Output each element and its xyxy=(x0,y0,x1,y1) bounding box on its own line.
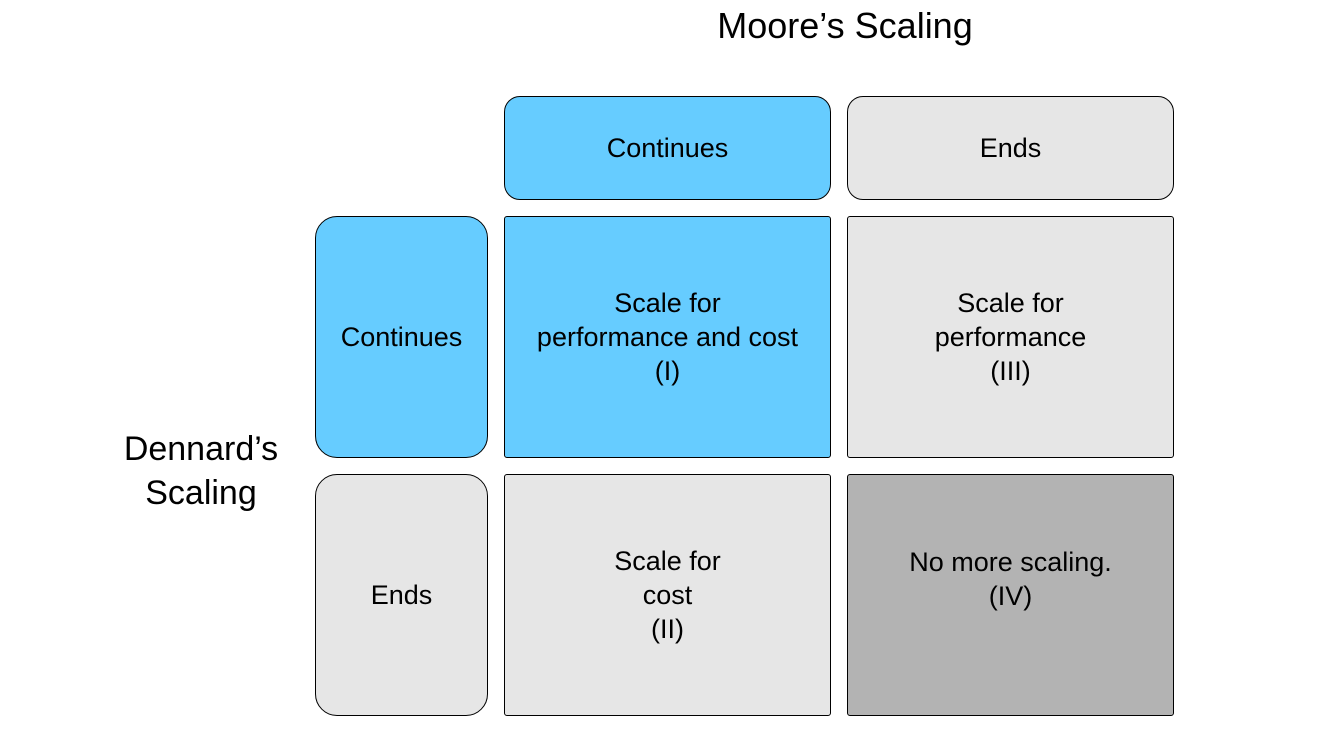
quadrant-i-line-1: Scale for xyxy=(614,287,721,318)
quadrant-i-line-2: performance and cost xyxy=(536,321,799,352)
quadrant-i-text: Scale for performance and cost (I) xyxy=(537,286,798,389)
dennards-scaling-title-line-1: Dennard’s xyxy=(123,430,279,468)
quadrant-iii-text: Scale for performance (III) xyxy=(935,286,1087,389)
quadrant-i-cell: Scale for performance and cost (I) xyxy=(504,216,831,458)
quadrant-iv-line-1: No more scaling. xyxy=(909,546,1112,577)
quadrant-iii-cell: Scale for performance (III) xyxy=(847,216,1174,458)
column-header-continues: Continues xyxy=(504,96,831,200)
quadrant-iv-text: No more scaling. (IV) xyxy=(909,545,1112,614)
quadrant-iv-line-2: (IV) xyxy=(988,581,1033,611)
row-header-ends: Ends xyxy=(315,474,488,716)
row-header-continues-label: Continues xyxy=(340,321,463,352)
quadrant-iii-line-1: Scale for xyxy=(957,287,1064,318)
column-header-continues-label: Continues xyxy=(606,132,729,163)
column-header-ends-label: Ends xyxy=(979,132,1042,163)
column-header-ends: Ends xyxy=(847,96,1174,200)
quadrant-ii-line-3: (II) xyxy=(651,614,684,645)
quadrant-iii-line-3: (III) xyxy=(990,356,1031,387)
row-header-continues: Continues xyxy=(315,216,488,458)
moores-scaling-title: Moore’s Scaling xyxy=(717,5,973,46)
dennards-scaling-title: Dennard’s Scaling xyxy=(92,428,310,515)
quadrant-iii-line-2: performance xyxy=(934,321,1087,352)
dennards-scaling-title-line-2: Scaling xyxy=(145,473,257,512)
quadrant-ii-text: Scale for cost (II) xyxy=(614,544,721,647)
quadrant-ii-cell: Scale for cost (II) xyxy=(504,474,831,716)
quadrant-ii-line-1: Scale for xyxy=(614,545,721,576)
quadrant-iv-cell: No more scaling. (IV) xyxy=(847,474,1174,716)
quadrant-ii-line-2: cost xyxy=(642,579,693,610)
quadrant-i-line-3: (I) xyxy=(654,356,681,387)
row-header-ends-label: Ends xyxy=(370,579,433,610)
